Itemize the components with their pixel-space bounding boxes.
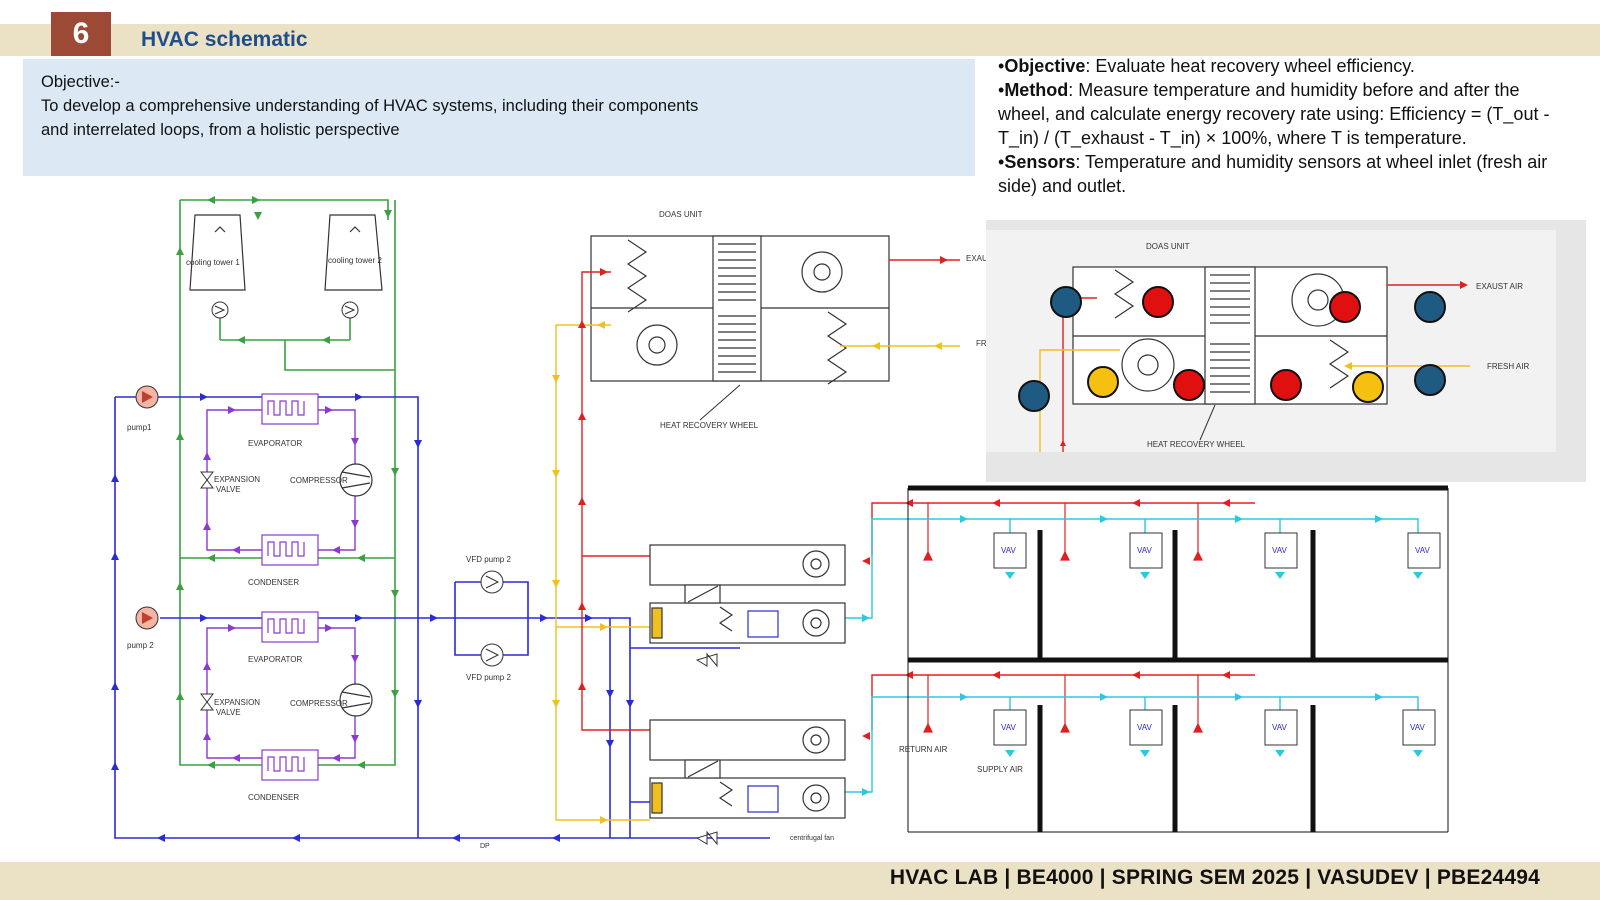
bullet-method-label: Method xyxy=(1004,80,1069,100)
header-band xyxy=(0,24,1600,56)
heat-recovery-wheel-label: HEAT RECOVERY WHEEL xyxy=(660,421,759,430)
sensor-markers xyxy=(1018,286,1446,412)
expansion-valve-1-label-a: EXPANSION xyxy=(214,475,260,484)
doas-unit-label: DOAS UNIT xyxy=(659,210,703,219)
sensor-blue-icon xyxy=(1414,364,1446,396)
supply-air-arrows xyxy=(862,515,1423,796)
building-zones xyxy=(907,485,1449,833)
doas-detail-title: DOAS UNIT xyxy=(1146,242,1190,251)
expansion-valve-2-label-b: VALVE xyxy=(216,708,241,717)
pump-1-label: pump1 xyxy=(127,423,152,432)
bullet-sensors: •Sensors: Temperature and humidity senso… xyxy=(998,152,1548,196)
doas-unit xyxy=(590,235,890,385)
doas-detail-diagram: DOAS UNIT EXAUST AIR FRESH AIR HEAT RECO… xyxy=(986,230,1556,452)
pump-2-icon xyxy=(135,606,159,630)
doas-detail-wheel-label: HEAT RECOVERY WHEEL xyxy=(1147,440,1246,449)
bullet-sensors-label: Sensors xyxy=(1004,152,1076,172)
vav-boxes xyxy=(993,532,1441,746)
slide-title: HVAC schematic xyxy=(141,28,308,51)
vav-label: VAV xyxy=(1001,546,1016,555)
vfd-pump-icons xyxy=(480,570,504,667)
objective-line-1: To develop a comprehensive understanding… xyxy=(41,97,699,115)
ahu-1 xyxy=(649,544,846,644)
sensor-red-icon xyxy=(1142,286,1174,318)
vav-label: VAV xyxy=(1272,723,1287,732)
sensor-red-icon xyxy=(1270,369,1302,401)
dp-label: DP xyxy=(480,843,490,850)
cooling-tower-2-label: cooling tower 2 xyxy=(328,256,382,265)
sensor-red-icon xyxy=(1173,369,1205,401)
evaporator-1 xyxy=(261,393,319,425)
evaporator-2-label: EVAPORATOR xyxy=(248,655,302,664)
centrifugal-fan-label: centrifugal fan xyxy=(790,835,834,842)
fresh-air-arrows xyxy=(552,321,942,824)
doas-detail-fresh-air-label: FRESH AIR xyxy=(1487,362,1529,371)
refrigerant-arrows xyxy=(203,406,359,762)
experiment-bullets: •Objective: Evaluate heat recovery wheel… xyxy=(998,54,1568,198)
sensor-blue-icon xyxy=(1018,380,1050,412)
supply-air-label: SUPPLY AIR xyxy=(977,765,1023,774)
condenser-2 xyxy=(261,749,319,781)
bullet-method: •Method: Measure temperature and humidit… xyxy=(998,80,1550,148)
return-air-arrows xyxy=(578,256,1230,740)
sensor-blue-icon xyxy=(1414,291,1446,323)
expansion-valve-2-label-a: EXPANSION xyxy=(214,698,260,707)
doas-detail-exaust-label: EXAUST AIR xyxy=(1476,282,1523,291)
compressor-2-label: COMPRESSOR xyxy=(290,699,348,708)
expansion-valve-icons xyxy=(200,471,214,711)
objective-heading: Objective:- xyxy=(41,73,120,91)
condenser-1 xyxy=(261,534,319,566)
objective-line-2: and interrelated loops, from a holistic … xyxy=(41,121,400,139)
footer-band xyxy=(0,862,1600,900)
cooling-tower-1 xyxy=(189,214,246,291)
sensor-blue-icon xyxy=(1050,286,1082,318)
condenser-1-label: CONDENSER xyxy=(248,578,299,587)
vav-label: VAV xyxy=(1410,723,1425,732)
condenser-water-arrows xyxy=(176,196,399,769)
condenser-2-label: CONDENSER xyxy=(248,793,299,802)
vav-label: VAV xyxy=(1272,546,1287,555)
chilled-water-arrows xyxy=(111,393,634,842)
evaporator-2 xyxy=(261,611,319,643)
vav-labels: VAV VAV VAV VAV VAV VAV VAV VAV xyxy=(1001,546,1430,732)
return-grilles xyxy=(923,503,1203,733)
pump-2-label: pump 2 xyxy=(127,641,154,650)
sensor-yellow-icon xyxy=(1087,366,1119,398)
evaporator-1-label: EVAPORATOR xyxy=(248,439,302,448)
pump-1-icon xyxy=(135,385,159,409)
tower-pump-icons xyxy=(211,301,359,319)
chilled-water-loop xyxy=(114,396,770,839)
expansion-valve-1-label-b: VALVE xyxy=(216,485,241,494)
sensor-yellow-icon xyxy=(1352,371,1384,403)
control-valves xyxy=(695,652,718,846)
ahu-2 xyxy=(649,719,846,819)
bullet-objective-label: Objective xyxy=(1004,56,1086,76)
compressor-icons xyxy=(339,463,373,717)
vav-label: VAV xyxy=(1137,723,1152,732)
bullet-sensors-text: : Temperature and humidity sensors at wh… xyxy=(998,152,1548,196)
bullet-method-text: : Measure temperature and humidity befor… xyxy=(998,80,1550,148)
cooling-tower-1-label: cooling tower 1 xyxy=(186,258,240,267)
return-air-label: RETURN AIR xyxy=(899,745,948,754)
bullet-objective: •Objective: Evaluate heat recovery wheel… xyxy=(998,56,1415,76)
vfd-pump-2-label: VFD pump 2 xyxy=(466,673,511,682)
slide-number: 6 xyxy=(51,12,111,56)
sensor-red-icon xyxy=(1329,291,1361,323)
footer-text: HVAC LAB | BE4000 | SPRING SEM 2025 | VA… xyxy=(889,866,1540,889)
bullet-objective-text: : Evaluate heat recovery wheel efficienc… xyxy=(1085,56,1415,76)
cooling-tower-2 xyxy=(324,214,383,291)
vav-label: VAV xyxy=(1137,546,1152,555)
vfd-pump-1-label: VFD pump 2 xyxy=(466,555,511,564)
objective-box: Objective:- To develop a comprehensive u… xyxy=(23,59,975,176)
vav-label: VAV xyxy=(1415,546,1430,555)
vav-label: VAV xyxy=(1001,723,1016,732)
compressor-1-label: COMPRESSOR xyxy=(290,476,348,485)
